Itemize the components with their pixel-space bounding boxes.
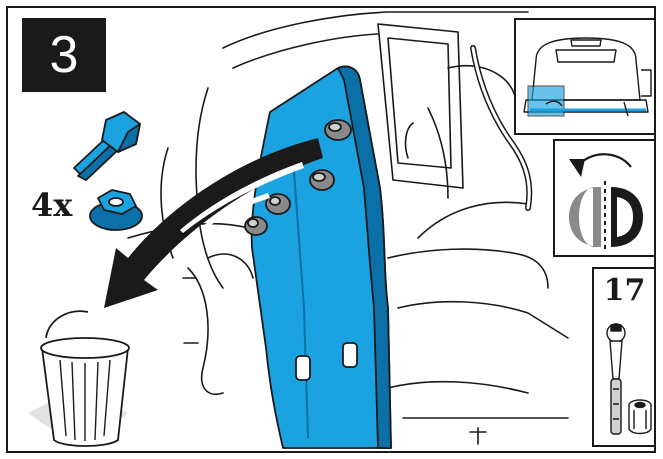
half-circle-right-icon [611, 187, 643, 247]
half-circle-left-icon [569, 187, 603, 247]
hardware-quantity-label: 4x [31, 186, 72, 224]
side-indicator-panel [553, 139, 656, 257]
rotate-arrow-icon [569, 154, 631, 177]
vehicle-locator-panel [514, 18, 656, 135]
blue-bracket [245, 67, 391, 449]
ratchet-wrench-icon [607, 324, 625, 434]
vehicle-body-outline [223, 12, 528, 48]
step-number: 3 [22, 18, 106, 92]
vehicle-side-indicator-icon [516, 20, 655, 133]
bolt-icon [74, 112, 140, 180]
trash-can-icon [28, 311, 129, 448]
tool-panel: 17 [592, 267, 656, 447]
instruction-frame: 3 4x [6, 6, 656, 453]
socket-icon [629, 400, 651, 434]
flange-nut-icon [90, 190, 142, 230]
